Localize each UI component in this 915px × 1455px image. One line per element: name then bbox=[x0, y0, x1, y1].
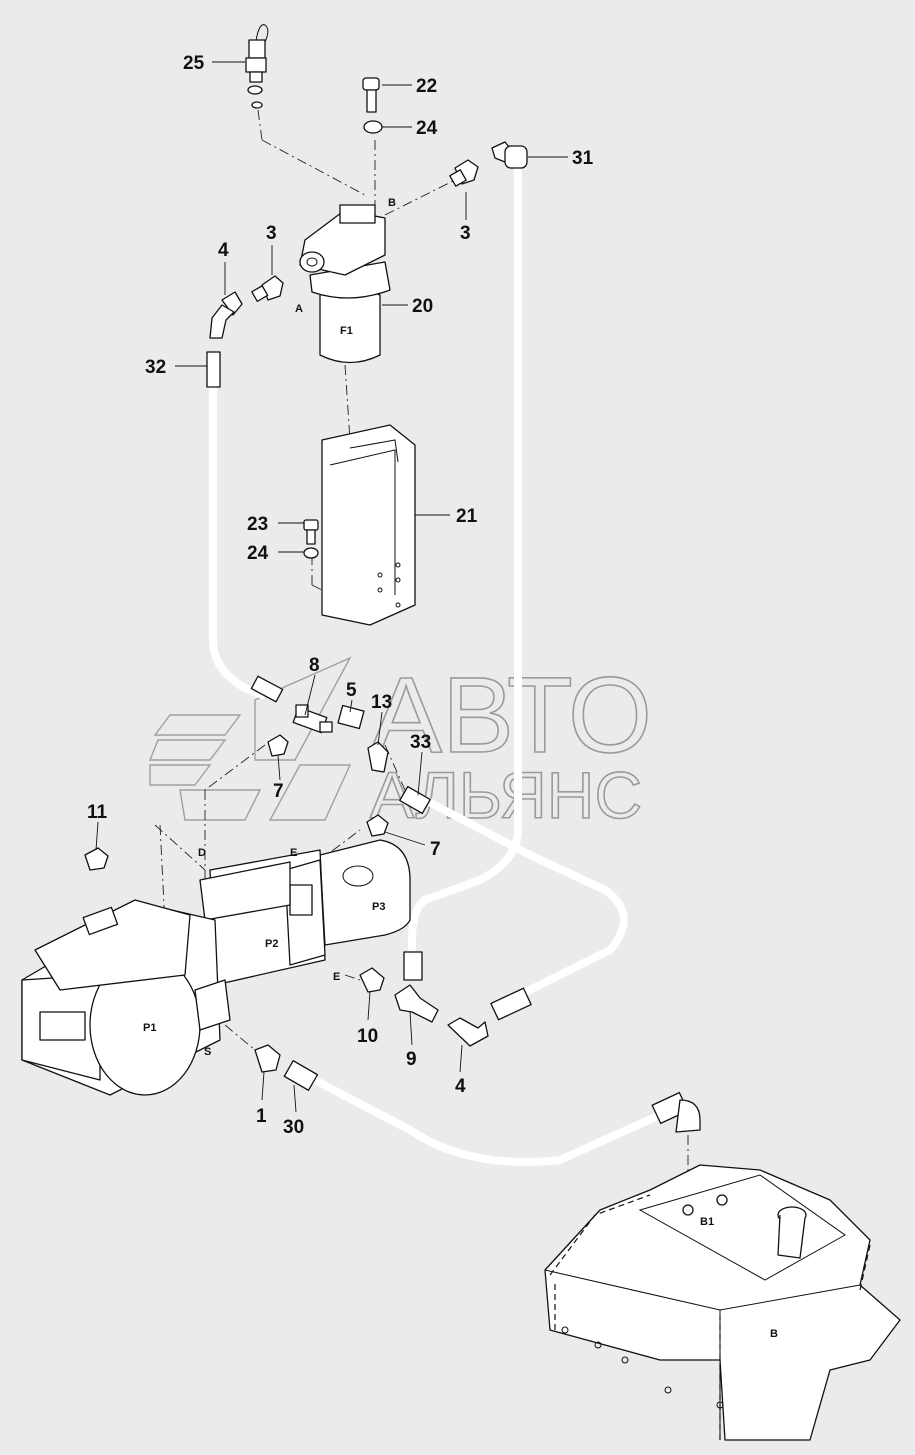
elbow-4-top bbox=[209, 291, 243, 339]
port-e-top: E bbox=[290, 847, 297, 859]
callout-31: 31 bbox=[572, 148, 594, 169]
hose-end-32-bottom bbox=[250, 675, 284, 703]
fittings bbox=[84, 24, 701, 1133]
fitting-7-lower bbox=[366, 814, 389, 837]
callout-7-upper: 7 bbox=[273, 781, 284, 802]
callout-24-bottom: 24 bbox=[247, 543, 269, 564]
callout-labels: 25 22 24 31 3 3 4 20 32 21 23 24 8 5 13 … bbox=[87, 53, 594, 1138]
washer-24-top bbox=[363, 120, 383, 134]
callout-13: 13 bbox=[371, 692, 392, 713]
leader-lines bbox=[95, 61, 568, 1113]
elbow-4-bottom bbox=[447, 1017, 489, 1047]
pipes bbox=[209, 165, 662, 1166]
callout-3-left: 3 bbox=[266, 223, 277, 244]
fitting-7-upper bbox=[267, 734, 289, 757]
hose-end-30 bbox=[283, 1060, 319, 1091]
port-d: D bbox=[198, 847, 206, 859]
fitting-3-right bbox=[449, 159, 479, 187]
elbow-31 bbox=[491, 141, 528, 169]
fitting-11 bbox=[84, 847, 109, 871]
callout-33: 33 bbox=[410, 732, 431, 753]
callout-8: 8 bbox=[309, 655, 320, 676]
filter-20 bbox=[299, 204, 391, 364]
washer-24-bottom bbox=[303, 547, 319, 559]
port-p3: P3 bbox=[372, 901, 385, 913]
callout-23: 23 bbox=[247, 514, 268, 535]
tee-8 bbox=[292, 704, 333, 734]
port-f1: F1 bbox=[340, 325, 353, 337]
callout-20: 20 bbox=[412, 296, 433, 317]
callout-11: 11 bbox=[87, 802, 108, 823]
watermark-line1: АВТО bbox=[370, 654, 652, 775]
callout-10: 10 bbox=[357, 1026, 378, 1047]
port-b1: B1 bbox=[700, 1216, 714, 1228]
elbow-30-tank bbox=[651, 1091, 701, 1133]
callout-7-lower: 7 bbox=[430, 839, 441, 860]
callout-4-top: 4 bbox=[218, 240, 229, 261]
hydraulic-tank bbox=[544, 1164, 901, 1441]
port-a: A bbox=[295, 303, 303, 315]
port-p2: P2 bbox=[265, 938, 278, 950]
watermark: АВТО АЛЬЯНС bbox=[148, 653, 653, 833]
hose-end-31-bottom bbox=[403, 951, 423, 981]
fitting-3-left bbox=[251, 275, 284, 302]
fitting-10 bbox=[359, 967, 385, 993]
callout-3-right: 3 bbox=[460, 223, 471, 244]
callout-25: 25 bbox=[183, 53, 205, 74]
callout-32: 32 bbox=[145, 357, 166, 378]
pump-assembly bbox=[21, 839, 411, 1096]
bolt-23 bbox=[303, 519, 319, 531]
adapter-5 bbox=[337, 704, 365, 730]
callout-22: 22 bbox=[416, 76, 437, 97]
port-e-bottom: E bbox=[333, 971, 340, 983]
port-b: B bbox=[388, 197, 396, 209]
port-p1: P1 bbox=[143, 1022, 156, 1034]
callout-4-bottom: 4 bbox=[455, 1076, 466, 1097]
temperature-sensor-25 bbox=[245, 24, 269, 109]
tee-9 bbox=[394, 984, 439, 1023]
elbow-13 bbox=[367, 741, 389, 773]
port-s: S bbox=[204, 1046, 211, 1058]
watermark-logo bbox=[148, 656, 352, 821]
callout-30: 30 bbox=[283, 1117, 304, 1138]
hose-end-33-bottom bbox=[490, 987, 532, 1021]
callout-21: 21 bbox=[456, 506, 478, 527]
callout-1: 1 bbox=[256, 1106, 267, 1127]
callout-24-top: 24 bbox=[416, 118, 438, 139]
hose-end-33 bbox=[399, 785, 431, 815]
callout-9: 9 bbox=[406, 1049, 417, 1070]
bolt-22 bbox=[362, 77, 380, 113]
port-tank-b: B bbox=[770, 1328, 778, 1340]
fitting-1 bbox=[254, 1044, 281, 1073]
callout-5: 5 bbox=[346, 680, 357, 701]
hose-end-32 bbox=[206, 351, 221, 388]
port-labels: A B F1 D E E P1 P2 P3 S B1 B bbox=[143, 197, 778, 1340]
bracket-21 bbox=[303, 424, 416, 626]
